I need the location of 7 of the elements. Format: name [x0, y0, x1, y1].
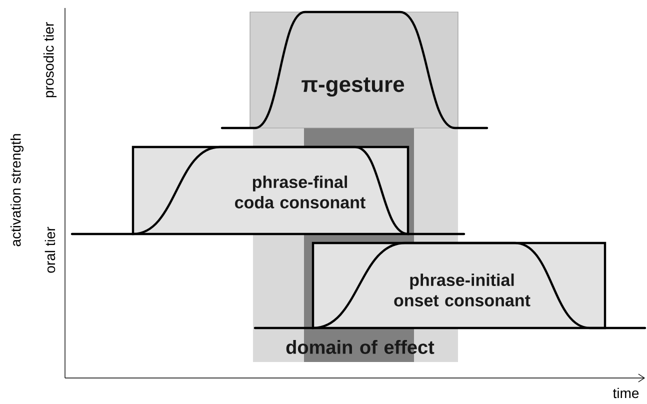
gesture-box: π-gesture [250, 12, 458, 128]
gesture-box: phrase-final coda consonant [132, 146, 410, 236]
axis-label: oral tier [44, 226, 56, 273]
axis-label: prosodic tier [43, 22, 57, 98]
gesture-box: phrase-initial onset consonant [312, 242, 606, 330]
axis-label: time [613, 388, 639, 398]
axis-label: activation strength [10, 134, 24, 246]
